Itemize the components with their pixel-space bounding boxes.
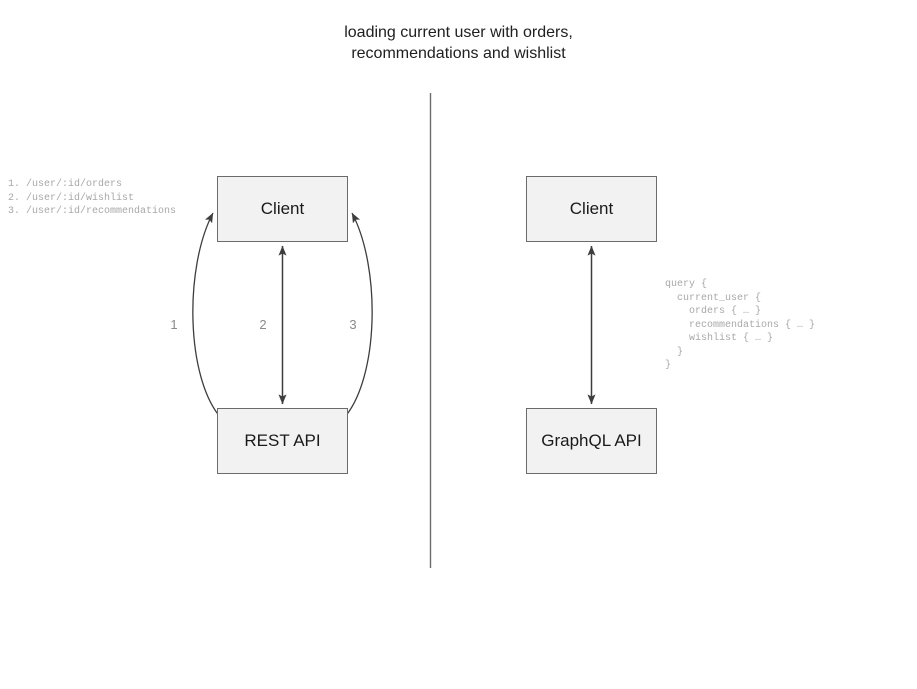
graphql-client-label: Client bbox=[569, 199, 614, 218]
graphql-api-label: GraphQL API bbox=[541, 431, 642, 450]
rest-arrow-1 bbox=[192, 212, 222, 419]
graphql-api-node[interactable]: GraphQL API bbox=[526, 408, 657, 474]
rest-arrow-label-1: 1 bbox=[170, 317, 178, 332]
rest-arrow-3 bbox=[343, 212, 373, 419]
graphql-query-snippet: query { current_user { orders { … } reco… bbox=[665, 279, 816, 371]
graphql-client-node[interactable]: Client bbox=[526, 176, 657, 242]
rest-endpoint-list: 1. /user/:id/orders 2. /user/:id/wishlis… bbox=[8, 179, 177, 217]
rest-arrow-label-2: 2 bbox=[259, 317, 267, 332]
rest-client-label: Client bbox=[260, 199, 305, 218]
rest-client-node[interactable]: Client bbox=[217, 176, 348, 242]
rest-api-label: REST API bbox=[244, 431, 321, 450]
rest-api-node[interactable]: REST API bbox=[217, 408, 348, 474]
rest-arrow-label-3: 3 bbox=[349, 317, 357, 332]
page-title: loading current user with orders, recomm… bbox=[344, 24, 573, 62]
